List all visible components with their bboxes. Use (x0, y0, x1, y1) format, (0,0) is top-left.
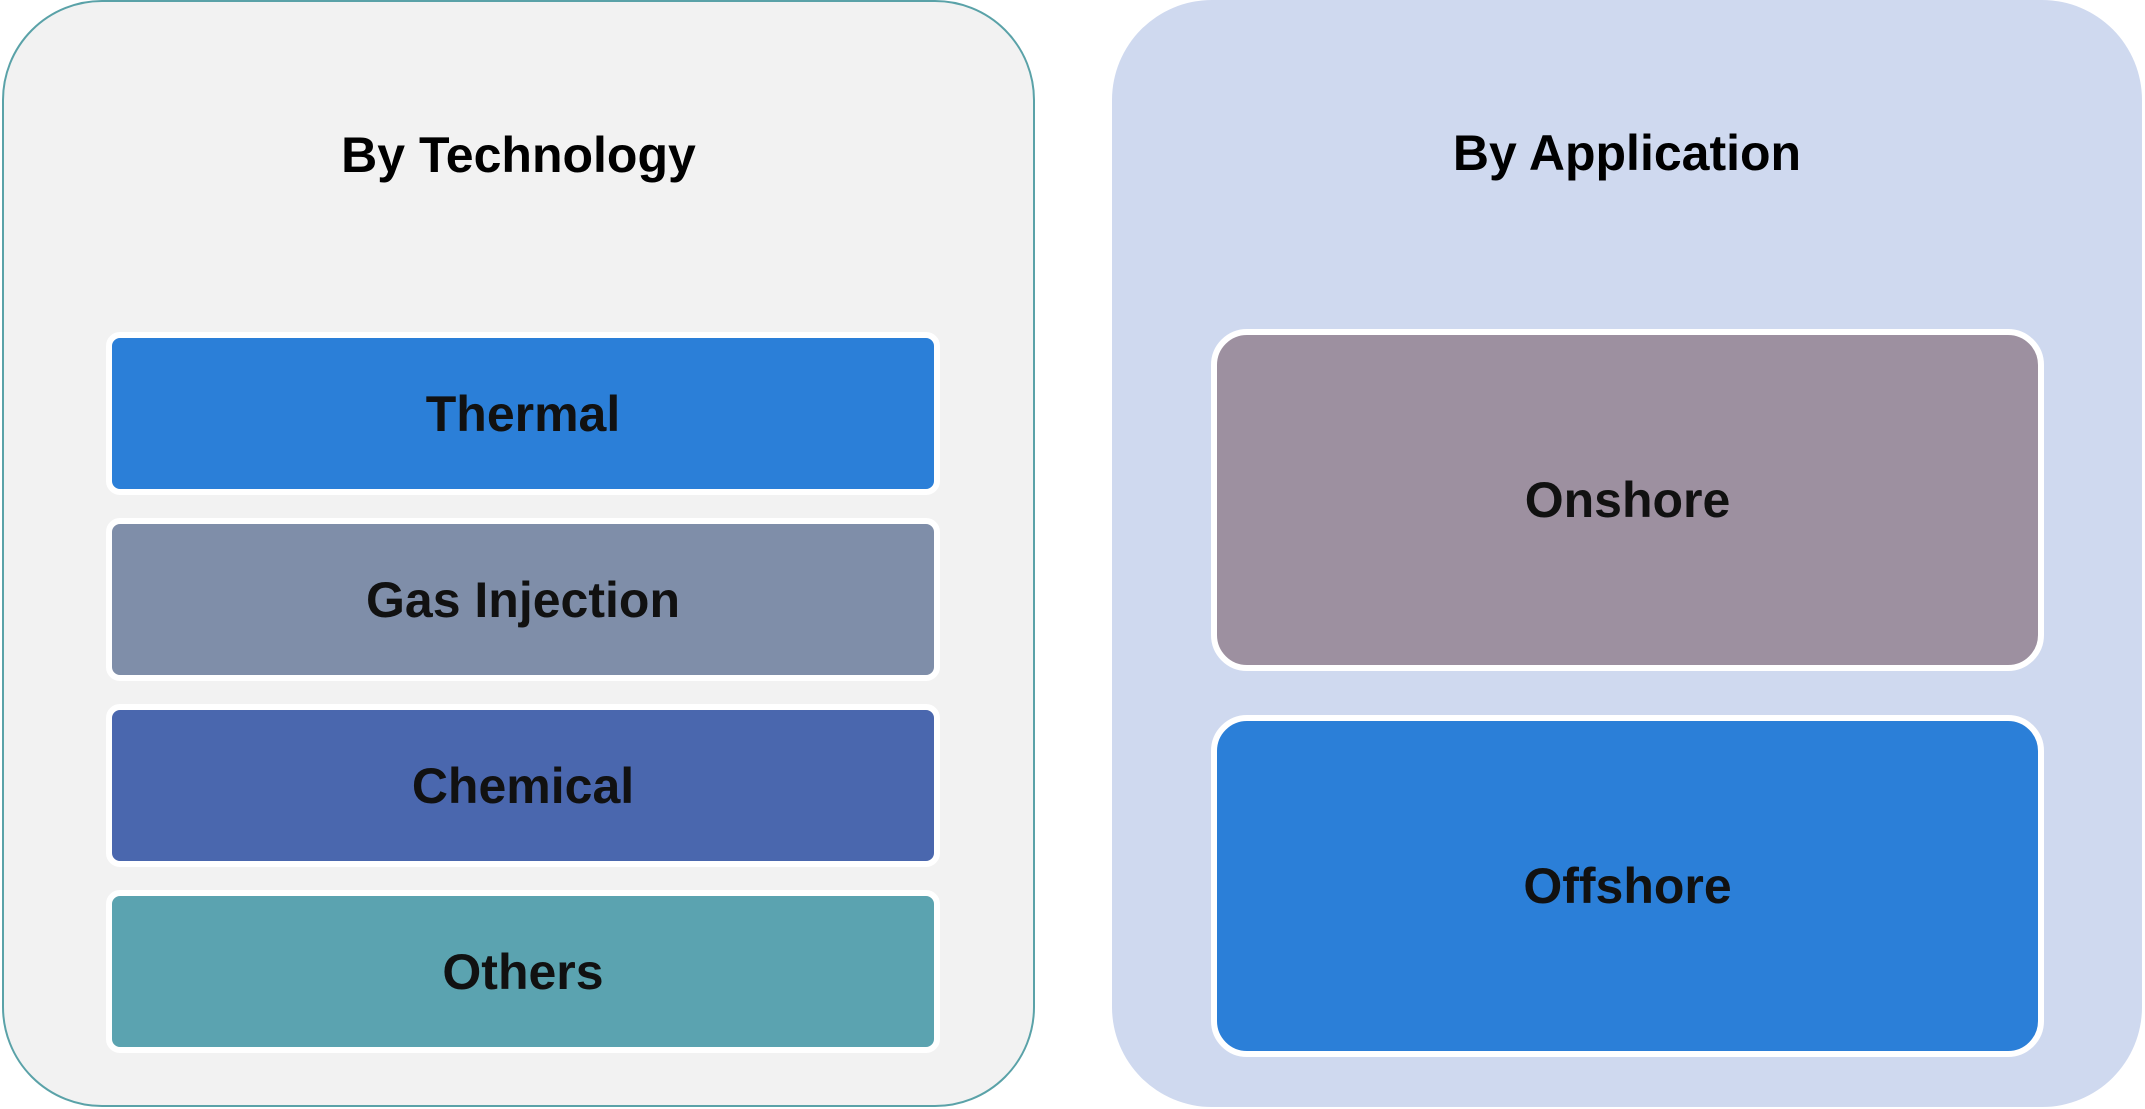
technology-item-others: Others (106, 890, 940, 1053)
application-item-label: Offshore (1523, 858, 1732, 914)
technology-title: By Technology (341, 127, 696, 183)
technology-item-label: Chemical (411, 757, 635, 814)
application-item-offshore: Offshore (1211, 715, 2044, 1057)
application-item-label: Onshore (1524, 472, 1731, 528)
application-item-onshore: Onshore (1211, 329, 2044, 671)
technology-item-label: Gas Injection (366, 571, 680, 628)
technology-panel: By Technology Thermal Gas Injection Chem… (2, 0, 1035, 1107)
application-panel: By Application Onshore Offshore (1112, 0, 2142, 1107)
technology-item-label: Others (442, 943, 604, 1000)
technology-item-chemical: Chemical (106, 704, 940, 867)
technology-item-label: Thermal (425, 385, 621, 442)
technology-item-gas-injection: Gas Injection (106, 518, 940, 681)
application-title: By Application (1452, 125, 1802, 181)
technology-item-thermal: Thermal (106, 332, 940, 495)
